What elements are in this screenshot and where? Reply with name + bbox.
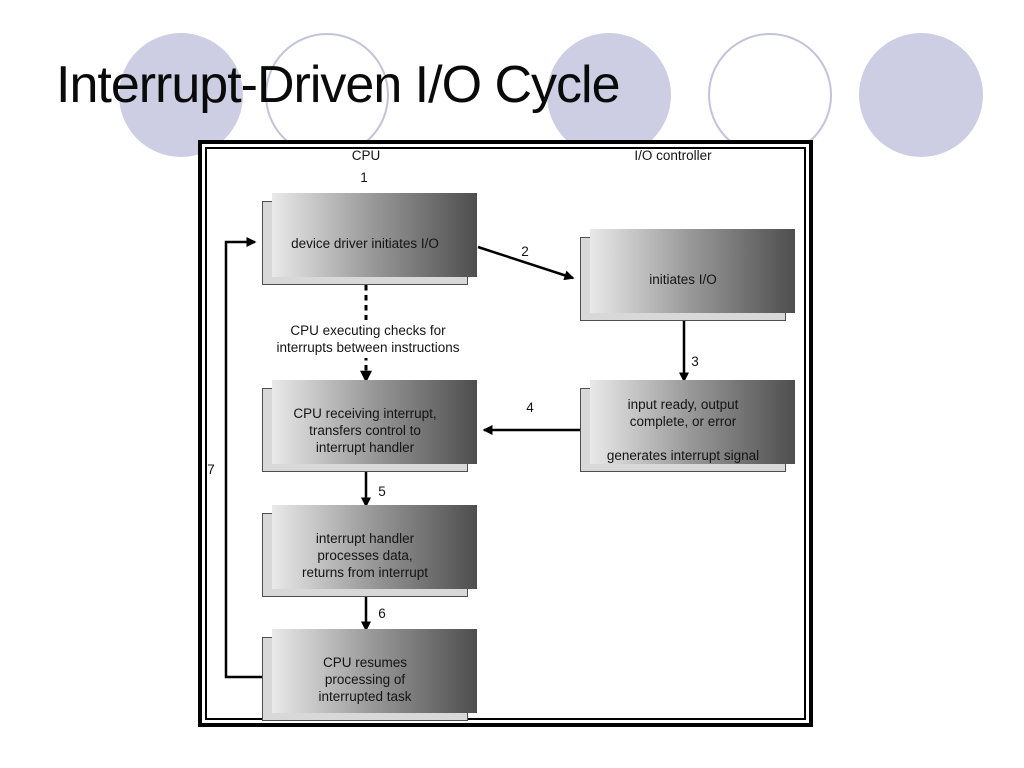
box-cpu-receiving-interrupt: CPU receiving interrupt, transfers contr… — [262, 380, 477, 472]
box-device-driver-initiates-io: device driver initiates I/O — [262, 193, 477, 285]
box-initiates-io: initiates I/O — [580, 229, 795, 321]
slide-title: Interrupt-Driven I/O Cycle — [56, 56, 620, 114]
column-label-io-controller: I/O controller — [634, 148, 712, 163]
note-cpu-executing-checks: CPU executing checks for interrupts betw… — [253, 320, 483, 358]
diagram-frame: CPU I/O controller 1 2 3 4 5 6 7 device … — [198, 140, 813, 727]
step-label-7: 7 — [207, 462, 215, 477]
decorative-circle-5 — [859, 33, 983, 157]
box-cpu-resumes: CPU resumes processing of interrupted ta… — [262, 629, 477, 721]
step-label-2: 2 — [521, 244, 529, 259]
column-label-cpu: CPU — [351, 148, 381, 163]
decorative-circle-1 — [119, 33, 243, 157]
step-label-3: 3 — [691, 354, 699, 369]
arrow-step-2 — [477, 245, 575, 281]
step-label-6: 6 — [378, 606, 386, 621]
step-label-1: 1 — [360, 170, 368, 185]
arrow-step-7-loop — [224, 237, 262, 679]
box-input-ready-generates-signal: input ready, output complete, or error g… — [580, 380, 795, 472]
decorative-circle-4 — [708, 33, 832, 157]
decorative-circle-3 — [547, 33, 671, 157]
step-label-4: 4 — [526, 400, 534, 415]
arrows-layer — [224, 237, 689, 679]
box-interrupt-handler-processes: interrupt handler processes data, return… — [262, 505, 477, 597]
step-label-5: 5 — [378, 484, 386, 499]
